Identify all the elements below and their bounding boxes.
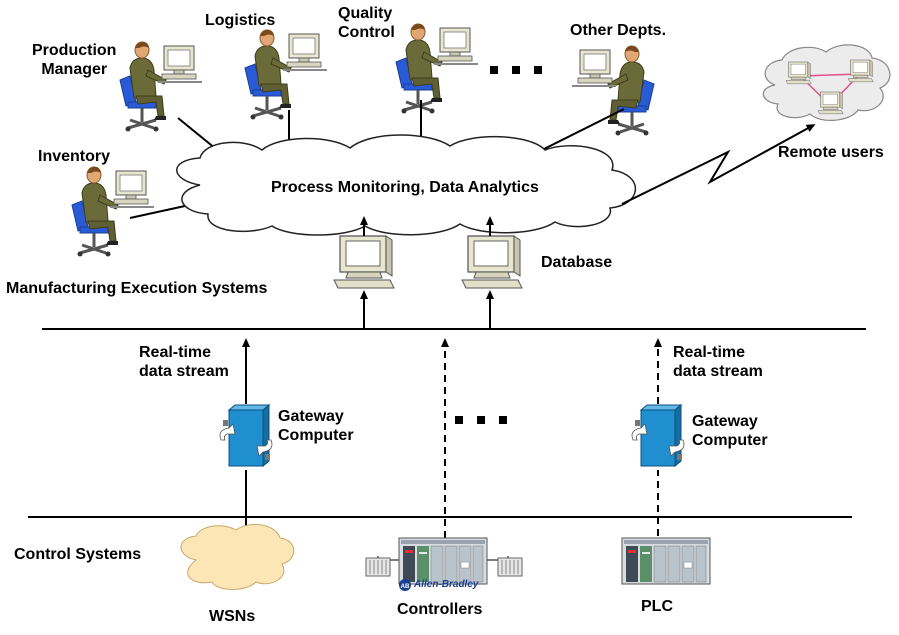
production-manager-workstation-icon xyxy=(118,40,204,133)
quality-control-label: Quality Control xyxy=(338,5,395,41)
wsns-label: WSNs xyxy=(209,608,256,625)
remote-users-label: Remote users xyxy=(778,144,884,161)
controller-rack-icon xyxy=(398,537,488,585)
more-departments-ellipsis xyxy=(490,66,542,74)
ab-badge-text: AB xyxy=(401,584,410,590)
wsn-cloud xyxy=(180,523,295,590)
more-streams-ellipsis xyxy=(455,416,507,424)
inventory-label: Inventory xyxy=(38,148,111,165)
gateway-left-label: Gateway Computer xyxy=(278,408,354,444)
control-systems-label: Control Systems xyxy=(14,546,142,563)
controllers-label: Controllers xyxy=(397,601,483,618)
other-depts-workstation-icon xyxy=(570,44,656,137)
io-block-right-icon xyxy=(497,557,523,577)
database-terminal-2-icon xyxy=(461,235,523,289)
process-monitoring-cloud xyxy=(176,134,637,236)
left-gateway-computer-icon xyxy=(219,404,273,467)
right-gateway-computer-icon xyxy=(631,404,685,467)
plc-label: PLC xyxy=(641,598,673,615)
io-block-left-icon xyxy=(365,557,391,577)
realtime-right-label: Real-time data stream xyxy=(673,344,763,380)
logistics-label: Logistics xyxy=(205,12,276,29)
quality-control-workstation-icon xyxy=(394,22,480,115)
plc-rack-icon xyxy=(621,537,711,585)
logistics-workstation-icon xyxy=(243,28,329,121)
inventory-workstation-icon xyxy=(70,165,156,258)
allen-bradley-logo-icon xyxy=(399,579,411,591)
gateway-right-label: Gateway Computer xyxy=(692,413,768,449)
database-terminal-1-icon xyxy=(333,235,395,289)
cloud-center-label: Process Monitoring, Data Analytics xyxy=(271,179,539,196)
mes-label: Manufacturing Execution Systems xyxy=(6,280,268,297)
database-label: Database xyxy=(541,254,613,271)
production-manager-label: Production Manager xyxy=(32,42,117,78)
allen-bradley-label: Allen-Bradley xyxy=(414,579,479,590)
remote-link-zigzag xyxy=(621,124,816,205)
realtime-left-label: Real-time data stream xyxy=(139,344,229,380)
other-depts-label: Other Depts. xyxy=(570,22,667,39)
